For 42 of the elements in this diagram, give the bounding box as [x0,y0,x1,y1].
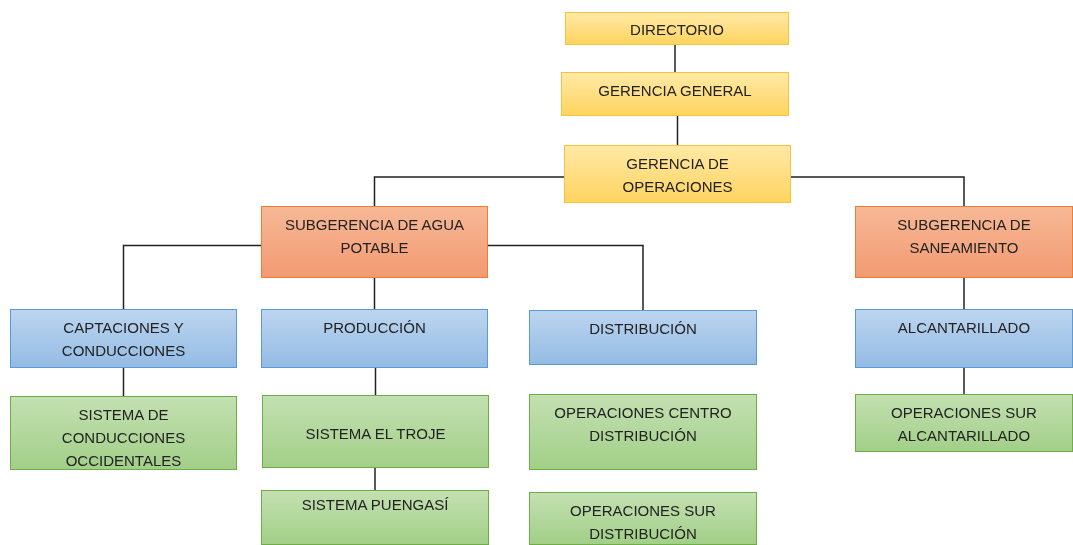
connector-line [676,115,679,146]
box-label: DIRECTORIO [630,20,724,40]
box-label: GERENCIA GENERAL [598,81,752,101]
connector-line [373,277,376,310]
box-label: DISTRIBUCIÓN [589,319,697,339]
org-box [529,310,757,365]
connector-line [373,176,565,207]
connector-line [487,244,644,311]
org-box [262,395,489,468]
org-box [855,206,1073,278]
org-box [529,394,757,470]
connector-line [122,244,262,310]
box-label: ALCANTARILLADO [897,318,1031,338]
org-box [261,206,488,278]
org-box [261,309,488,368]
box-label: SUBGERENCIA DE AGUA POTABLE [283,215,466,258]
connector-line [374,467,376,491]
connector-line [122,367,125,397]
box-label: OPERACIONES SUR DISTRIBUCIÓN [569,501,717,544]
connector-line [674,44,676,73]
connector-line [790,176,965,207]
box-label: SISTEMA PUENGASÍ [301,495,449,515]
org-box [565,12,789,45]
org-box [261,490,489,545]
org-box [561,72,789,116]
box-label: GERENCIA DE OPERACIONES [621,154,734,197]
box-label: SUBGERENCIA DE SANEAMIENTO [896,215,1032,258]
box-label: OPERACIONES CENTRO DISTRIBUCIÓN [553,403,733,446]
org-box [855,394,1073,452]
connector-line [963,277,965,310]
org-box [10,396,237,470]
org-box [10,309,237,368]
connector-line [963,367,965,395]
org-box [564,145,791,203]
org-box [529,492,757,545]
box-label: PRODUCCIÓN [323,318,426,338]
box-label: SISTEMA DE CONDUCCIONES OCCIDENTALES [60,405,187,471]
box-label: CAPTACIONES Y CONDUCCIONES [60,318,187,361]
connector-line [374,367,377,396]
box-label: OPERACIONES SUR ALCANTARILLADO [890,403,1038,446]
org-box [855,309,1073,368]
box-label: SISTEMA EL TROJE [305,424,446,444]
